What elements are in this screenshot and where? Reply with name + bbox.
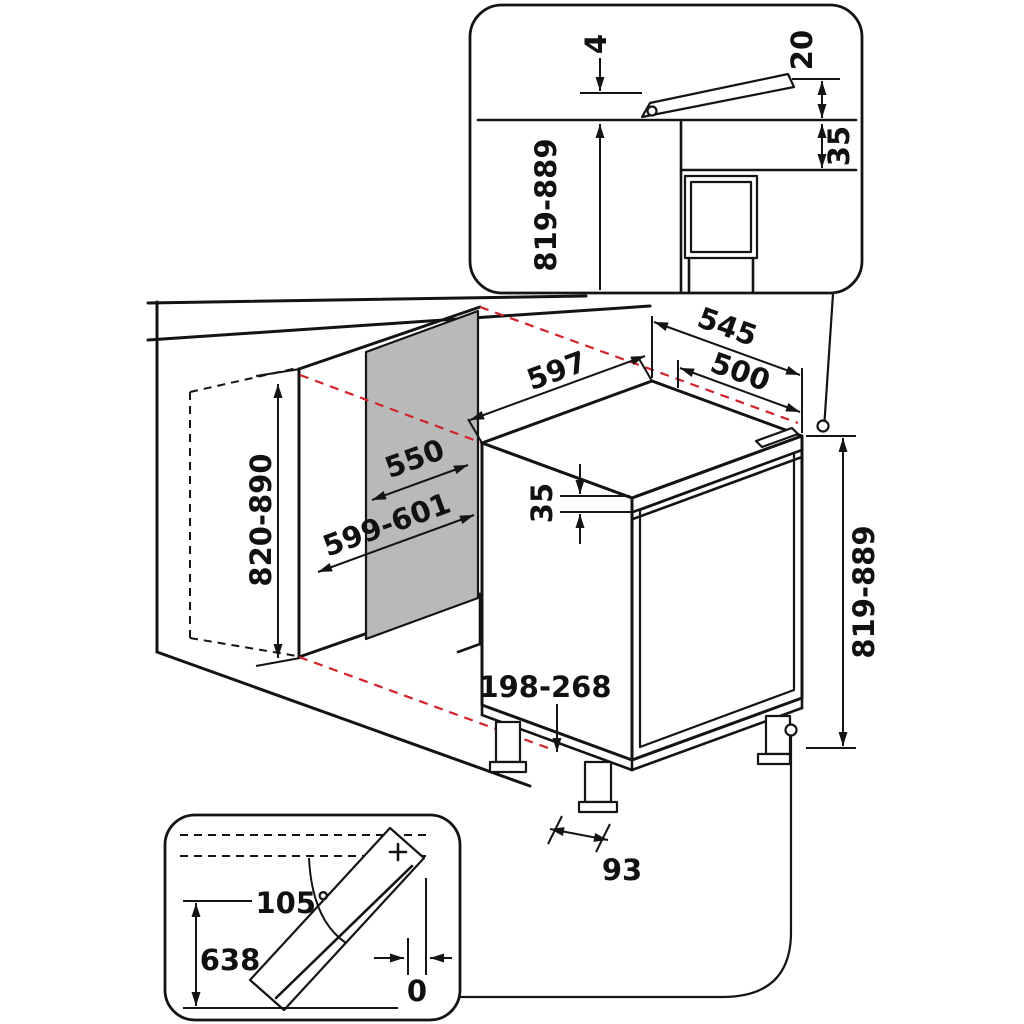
dim-clearance-label: 638	[200, 943, 261, 977]
dim-flapgap-label: 4	[579, 34, 613, 54]
swing-arc	[308, 857, 347, 944]
foot-left-plate	[488, 760, 528, 774]
floor-edge	[155, 650, 532, 788]
connector-top-marker	[816, 419, 830, 433]
projection-lines	[298, 305, 799, 750]
worktop-flap	[640, 72, 796, 119]
dim-zero-label: 0	[407, 974, 427, 1008]
ext-niche-bottom	[255, 657, 301, 667]
open-door-inner-line	[274, 864, 414, 1000]
foot-left	[494, 720, 522, 764]
open-door	[248, 826, 426, 1012]
dim-depth-total-label: 545	[693, 300, 762, 353]
connectors	[460, 293, 835, 999]
ext-niche-top	[255, 368, 301, 377]
inset-top-panel	[468, 3, 864, 295]
dim-doorgap-label: 35	[525, 483, 559, 523]
hidden-edge-bottom	[189, 637, 298, 657]
dim-width-line	[469, 355, 646, 421]
dim-topclearance-label: 35	[822, 126, 856, 166]
door-top-edge	[631, 448, 804, 514]
connector-top-inset	[822, 293, 835, 430]
dim-foot-label: 93	[602, 853, 642, 887]
dim-niche-depth-line	[371, 464, 469, 501]
worktop-edge-bottom	[146, 304, 652, 342]
dim-inset-height-label: 819-889	[529, 138, 563, 271]
projection-line-mid	[299, 373, 483, 445]
connector-bottom-marker	[784, 723, 798, 737]
dim-foot-line	[549, 827, 609, 842]
projection-line-top	[479, 305, 799, 425]
niche-back-panel	[364, 309, 480, 641]
worktop-edge-top	[146, 294, 588, 305]
door-handle-groove	[631, 455, 804, 521]
foot-front	[583, 760, 613, 804]
fridge	[480, 379, 804, 814]
foot-right-plate	[756, 752, 792, 766]
flap-hinge	[646, 105, 658, 117]
dim-niche-height-label: 820-890	[244, 453, 278, 586]
dim-plinth-label: 198-268	[478, 670, 611, 704]
fridge-section-door-inner	[689, 180, 753, 254]
dim-height-label: 819-889	[847, 525, 881, 658]
foot-right	[764, 714, 792, 756]
dim-niche-width-line	[317, 514, 475, 573]
dim-depth-total-line	[653, 321, 801, 376]
connector-bottom-inset	[460, 736, 793, 999]
foot-front-plate	[577, 800, 619, 814]
fridge-feet	[488, 714, 792, 814]
dim-depth-cabinet-line	[679, 367, 801, 413]
projection-line-bottom	[298, 655, 549, 750]
inset-door-swing: 105° 638 0	[163, 813, 462, 1022]
niche-top-edge	[297, 305, 482, 371]
door-hinge-cap	[754, 426, 800, 449]
ext-width-left	[467, 418, 483, 444]
dim-angle-label: 105°	[255, 886, 330, 920]
niche-step-bottom	[456, 642, 482, 654]
dim-flaprise-label: 20	[785, 30, 819, 70]
inset-top-detail: 4 819-889 20 35	[468, 3, 864, 295]
